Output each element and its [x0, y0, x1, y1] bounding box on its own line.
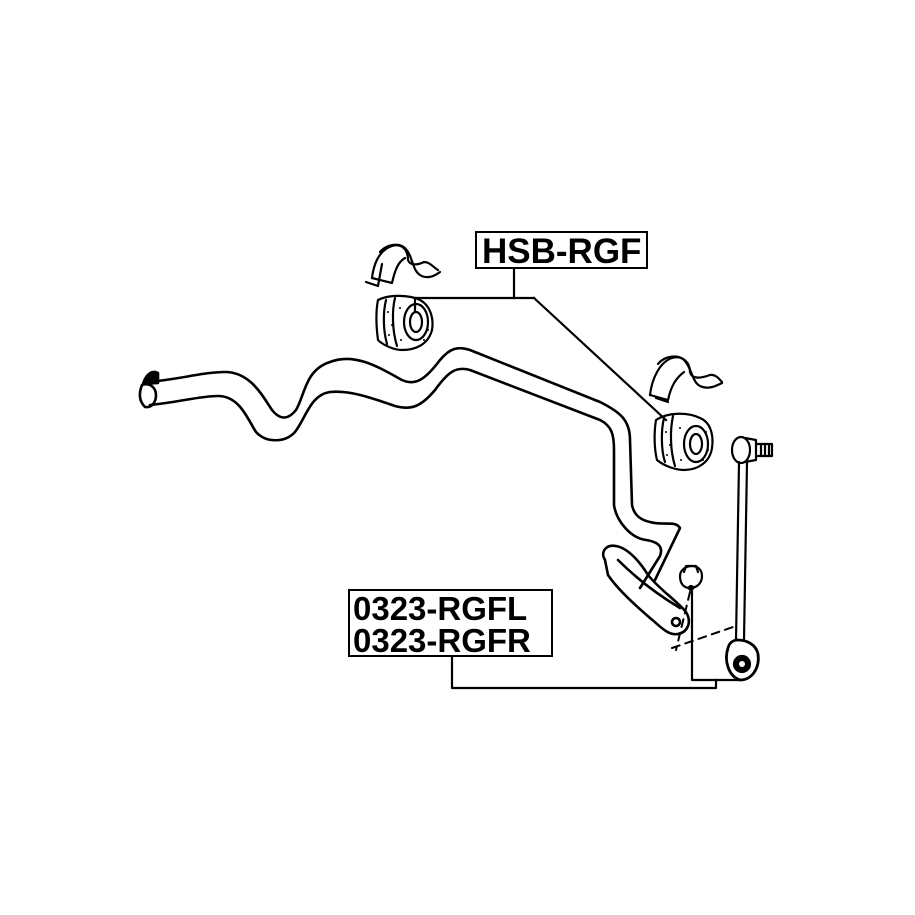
- callout-label-link: 0323-RGFL 0323-RGFR: [348, 589, 553, 657]
- leader-lines: [413, 268, 742, 690]
- bushing-right: [653, 412, 714, 472]
- part-number-0323-rgfr: 0323-RGFR: [353, 622, 531, 659]
- bar-end-arm: [601, 544, 691, 636]
- stabilizer-link: [725, 435, 774, 682]
- bar-end-cap-icon: [141, 370, 160, 386]
- part-number-hsb-rgf: HSB-RGF: [482, 232, 642, 271]
- stabilizer-bar: [138, 346, 682, 590]
- bushing-left: [375, 294, 434, 352]
- link-nut-upper: [678, 564, 704, 592]
- bushing-bracket-right: [648, 355, 724, 404]
- assembly-guide-lines: [671, 591, 737, 651]
- callout-label-bushing: HSB-RGF: [475, 231, 648, 269]
- bushing-bracket-left: [364, 243, 442, 288]
- part-number-0323-rgfl: 0323-RGFL: [353, 590, 528, 627]
